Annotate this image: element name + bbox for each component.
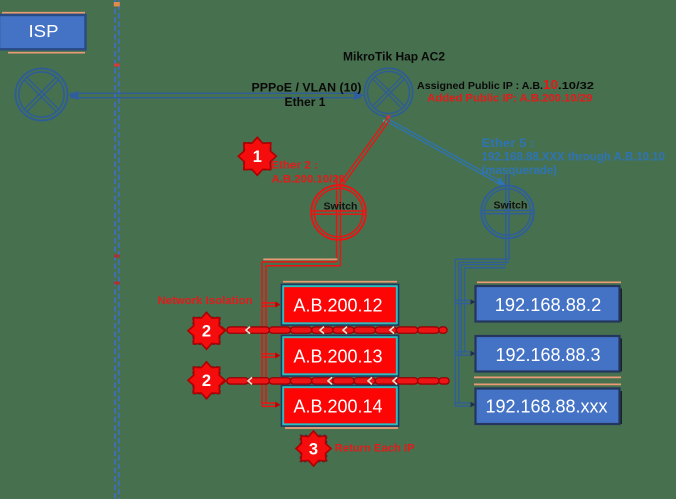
svg-text:192.168.88.xxx: 192.168.88.xxx [486,397,608,417]
svg-text:A.B.200.12: A.B.200.12 [294,295,383,315]
svg-text:192.168.88.2: 192.168.88.2 [495,295,602,315]
svg-text:Switch: Switch [494,201,528,212]
svg-text:Switch: Switch [324,201,358,212]
svg-text:.10/32: .10/32 [558,80,594,92]
svg-text:Return Each IP: Return Each IP [335,443,415,455]
svg-text:(masquerade): (masquerade) [482,165,558,177]
svg-text:A.B.200.10/29: A.B.200.10/29 [272,174,346,186]
svg-text:A.B.200.14: A.B.200.14 [294,396,383,416]
svg-text:Ether 1: Ether 1 [285,97,327,109]
svg-text:192.168.88.3: 192.168.88.3 [496,345,601,365]
svg-text:Ether 5 :: Ether 5 : [482,138,535,150]
svg-text:Ether 2 :: Ether 2 : [271,160,318,172]
svg-text:ISP: ISP [29,21,59,41]
svg-text:Assigned Public IP : A.B.: Assigned Public IP : A.B. [417,80,543,92]
svg-text:2: 2 [202,372,211,390]
svg-text:1: 1 [253,148,262,166]
svg-text:MikroTik Hap AC2: MikroTik Hap AC2 [343,52,445,64]
svg-text:3: 3 [309,440,318,458]
svg-text:Added Public IP: A.B.200.10/29: Added Public IP: A.B.200.10/29 [427,92,592,104]
svg-text:A.B.200.13: A.B.200.13 [294,346,383,366]
svg-text:192.168.88.XXX through A.B.10.: 192.168.88.XXX through A.B.10.10 [482,152,665,164]
svg-text:2: 2 [202,323,211,341]
svg-text:PPPoE / VLAN (10): PPPoE / VLAN (10) [252,83,362,95]
svg-text:Network Isolation: Network Isolation [158,295,253,307]
svg-text:10: 10 [543,77,558,92]
